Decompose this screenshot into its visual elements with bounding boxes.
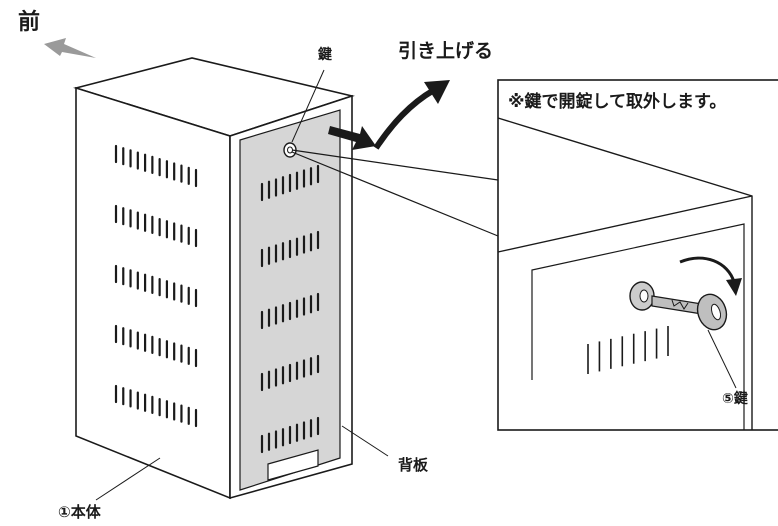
key-detail-leader [707, 329, 737, 389]
front-direction-arrow [44, 38, 96, 58]
key-top-leader [291, 69, 325, 143]
back-plate [239, 109, 341, 491]
unlock-note: ※鍵で開錠して取外します。 [508, 92, 727, 112]
main-body-leader [95, 457, 161, 501]
main-body-label: ①本体 [58, 503, 101, 521]
pull-arrow [328, 126, 376, 150]
front-label: 前 [18, 10, 41, 35]
key-detail-label: ⑤鍵 [722, 391, 748, 407]
turn-arrow [679, 256, 736, 283]
key-icon [651, 293, 728, 331]
key-label: 鍵 [318, 47, 332, 63]
side-vents [114, 144, 198, 428]
detail-callout [497, 79, 778, 431]
back-plate-leader [341, 425, 389, 457]
back-plate-vents [260, 164, 320, 454]
lift-arrow [373, 87, 436, 150]
lift-label: 引き上げる [398, 40, 494, 62]
zoom-line-upper [291, 149, 499, 181]
back-plate-label: 背板 [398, 456, 429, 474]
detail-vents [587, 326, 669, 374]
zoom-line-lower [291, 151, 499, 237]
back-plate-handle [267, 449, 319, 481]
detail-back-plate [531, 223, 745, 430]
